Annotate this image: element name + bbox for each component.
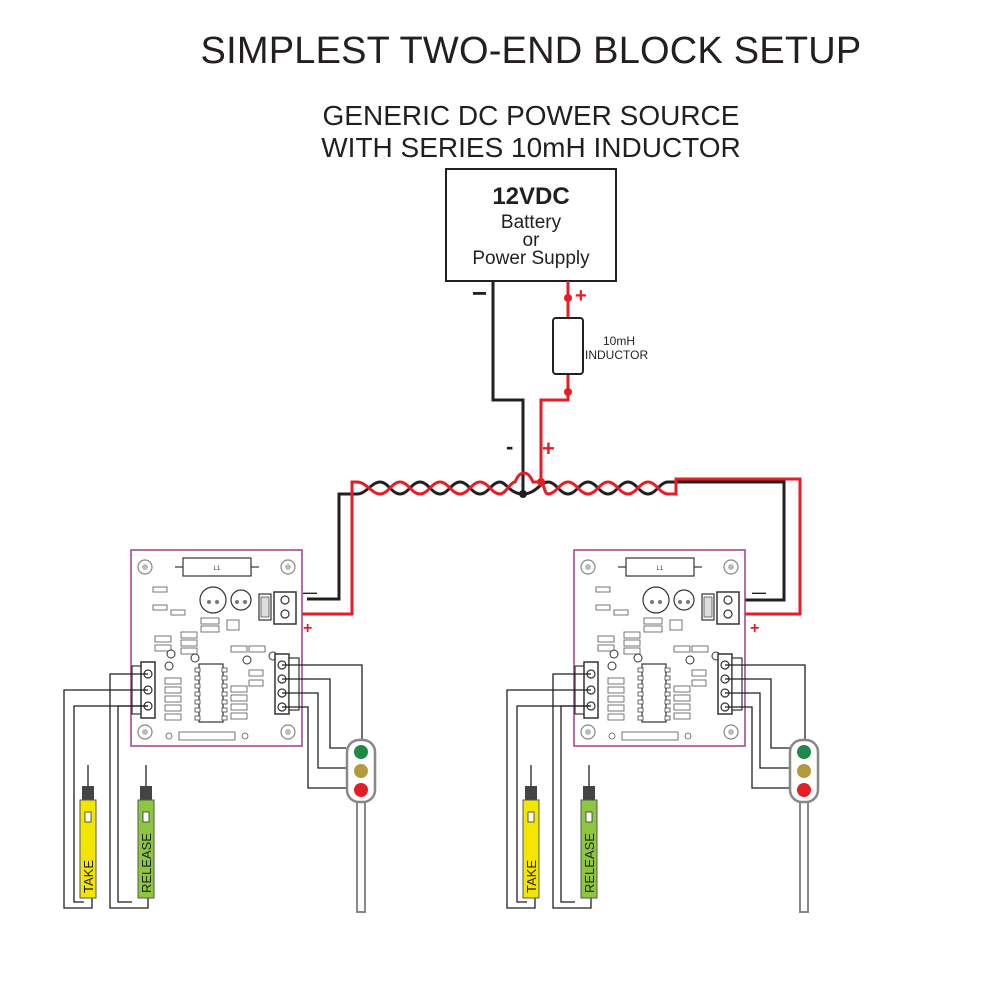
left-board-positive-mark: + [303, 620, 312, 637]
left-board-positive-wire [294, 480, 357, 616]
right-take-label: TAKE [524, 860, 539, 893]
supply-battery-label: Battery [500, 212, 562, 233]
twisted-bus-pair [356, 471, 676, 496]
supply-positive-mark: + [575, 285, 587, 307]
right-release-label: RELEASE [582, 833, 597, 893]
left-detector-board [130, 549, 303, 747]
right-board-positive-mark: + [750, 620, 759, 637]
right-signal-wiring [725, 664, 806, 789]
subtitle-line-2: WITH SERIES 10mH INDUCTOR [321, 132, 741, 163]
supply-negative-mark: − [472, 278, 487, 308]
left-signal-wiring [282, 664, 363, 789]
left-sensor-wiring [63, 673, 149, 909]
right-detector-board [573, 549, 746, 747]
subtitle-line-1: GENERIC DC POWER SOURCE [322, 100, 740, 131]
bus-positive-mark: + [542, 436, 555, 461]
supply-or-label: or [522, 230, 540, 251]
diagram-title: SIMPLEST TWO-END BLOCK SETUP [200, 30, 862, 72]
power-supply-box [445, 168, 617, 282]
bus-negative-mark: - [506, 434, 513, 459]
inductor-out-wire [539, 374, 570, 482]
right-board-positive-wire-main [668, 477, 802, 616]
left-board-negative-wire [307, 492, 357, 601]
inductor-value-label: 10mH [603, 334, 636, 348]
supply-voltage-label: 12VDC [492, 183, 570, 210]
right-signal-head [788, 738, 820, 914]
right-board-negative-mark: — [752, 584, 766, 600]
supply-negative-wire [491, 281, 525, 494]
inductor-name-label: INDUCTOR [585, 348, 649, 362]
left-release-label: RELEASE [139, 833, 154, 893]
right-board-negative-wire [676, 480, 786, 602]
left-take-label: TAKE [81, 860, 96, 893]
inductor [552, 317, 584, 375]
left-signal-head [345, 738, 377, 914]
supply-power-supply-label: Power Supply [472, 248, 590, 269]
left-board-negative-mark: — [303, 584, 317, 600]
